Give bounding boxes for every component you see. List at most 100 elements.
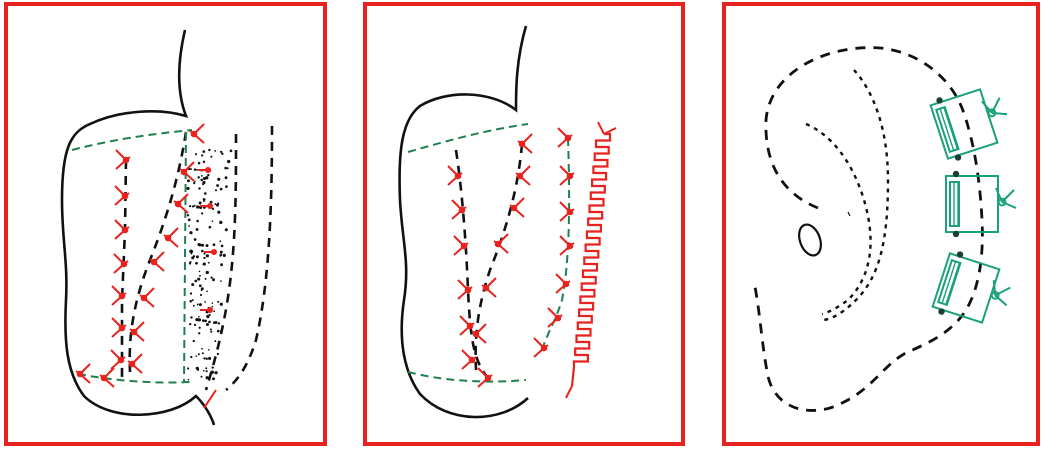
suture-stitch <box>510 198 524 217</box>
suture-stitch <box>164 228 178 247</box>
stipple-dot <box>194 324 196 326</box>
stipple-dot <box>220 188 223 191</box>
stipple-dot <box>192 205 194 207</box>
stipple-dot <box>194 181 196 183</box>
stipple-dot <box>215 321 218 324</box>
stipple-dot <box>202 319 205 322</box>
stipple-dot <box>205 367 207 369</box>
suture-stitch <box>116 150 130 169</box>
stipple-dot <box>198 332 200 334</box>
suture-stitch <box>518 134 532 153</box>
stipple-dot <box>210 331 212 333</box>
stipple-dot <box>198 162 201 165</box>
stitch-knot <box>567 173 574 180</box>
stitch-knot <box>469 357 476 364</box>
suture-stitch <box>100 368 114 387</box>
stitch-knot <box>119 293 126 300</box>
panel-3-small-mark <box>848 212 850 216</box>
stipple-dot <box>195 355 197 357</box>
suture-stitch <box>114 254 128 273</box>
stipple-dot <box>219 240 221 242</box>
suture-stitch <box>560 166 574 185</box>
stipple-dot <box>201 348 203 350</box>
suture-stitch <box>478 368 492 387</box>
stipple-dot <box>198 243 201 246</box>
stipple-dot <box>213 310 215 312</box>
stipple-dot <box>206 271 209 274</box>
stitch-knot <box>483 285 490 292</box>
stipple-dot <box>208 349 210 351</box>
stitch-knot <box>211 249 217 255</box>
stipple-dot <box>212 302 214 304</box>
stipple-dot <box>212 366 214 368</box>
suture-stitch <box>112 318 126 337</box>
stipple-dot <box>204 192 207 195</box>
stipple-dot <box>194 280 197 283</box>
stipple-dot <box>198 353 200 355</box>
stitch-knot <box>181 169 188 176</box>
stipple-dot <box>203 161 205 163</box>
stipple-dot <box>210 156 212 158</box>
stipple-dot <box>227 160 230 163</box>
stipple-dot <box>206 315 209 318</box>
stipple-dot <box>215 189 217 191</box>
stipple-dot <box>201 175 203 177</box>
stipple-dot <box>216 184 219 187</box>
stitch-knot <box>541 345 548 352</box>
stitch-knot <box>129 361 136 368</box>
stitch-knot <box>467 323 474 330</box>
stitch-knot <box>455 173 462 180</box>
suture-stitch <box>472 324 486 343</box>
stipple-dot <box>201 212 203 214</box>
stipple-dot <box>210 276 212 278</box>
stipple-dot <box>206 254 209 257</box>
stipple-dot <box>203 357 205 359</box>
stipple-dot <box>225 228 228 231</box>
stipple-dot <box>210 328 212 330</box>
suture-stitch <box>150 252 164 271</box>
suture-stitch <box>115 220 129 239</box>
panel-2-seam-top <box>408 124 528 152</box>
panel-1-outer-dashed <box>226 126 272 390</box>
stipple-dot <box>188 225 190 227</box>
panel-3-inner-dotted-1 <box>824 70 888 320</box>
stipple-dot <box>206 323 209 326</box>
stipple-dot <box>217 330 220 333</box>
stipple-dot <box>195 262 198 265</box>
stipple-dot <box>194 205 196 207</box>
stipple-dot <box>220 330 222 332</box>
stitch-knot <box>567 209 574 216</box>
stipple-dot <box>202 150 205 153</box>
panel-1-frame <box>6 4 325 444</box>
stipple-dot <box>203 257 205 259</box>
stipple-dot <box>194 238 197 241</box>
stipple-dot <box>206 244 209 247</box>
stapler-device <box>929 79 1016 164</box>
stipple-dot <box>201 289 203 291</box>
stitch-knot <box>77 371 84 378</box>
stitch-leg <box>598 122 604 134</box>
stipple-dot <box>196 220 199 223</box>
stipple-dot <box>201 244 204 247</box>
stipple-dot <box>190 168 192 170</box>
stitch-knot <box>459 207 466 214</box>
stitch-knot <box>563 281 570 288</box>
panel-1 <box>6 4 325 444</box>
device-handle <box>1002 190 1014 202</box>
stipple-dot <box>200 294 202 296</box>
stipple-dot <box>189 300 192 303</box>
stitch-knot <box>123 157 130 164</box>
stipple-dot <box>208 357 211 360</box>
stipple-dot <box>201 154 203 156</box>
stitch-knot <box>517 173 524 180</box>
stitch-knot <box>175 201 182 208</box>
stitch-knot <box>495 241 502 248</box>
stipple-dot <box>225 185 228 188</box>
stipple-dot <box>207 377 209 379</box>
stipple-dot <box>196 255 199 258</box>
suture-stitch <box>558 128 572 147</box>
stipple-dot <box>199 284 202 287</box>
stipple-dot <box>227 167 229 169</box>
stipple-dot <box>187 187 190 190</box>
stitch-knot <box>122 193 129 200</box>
